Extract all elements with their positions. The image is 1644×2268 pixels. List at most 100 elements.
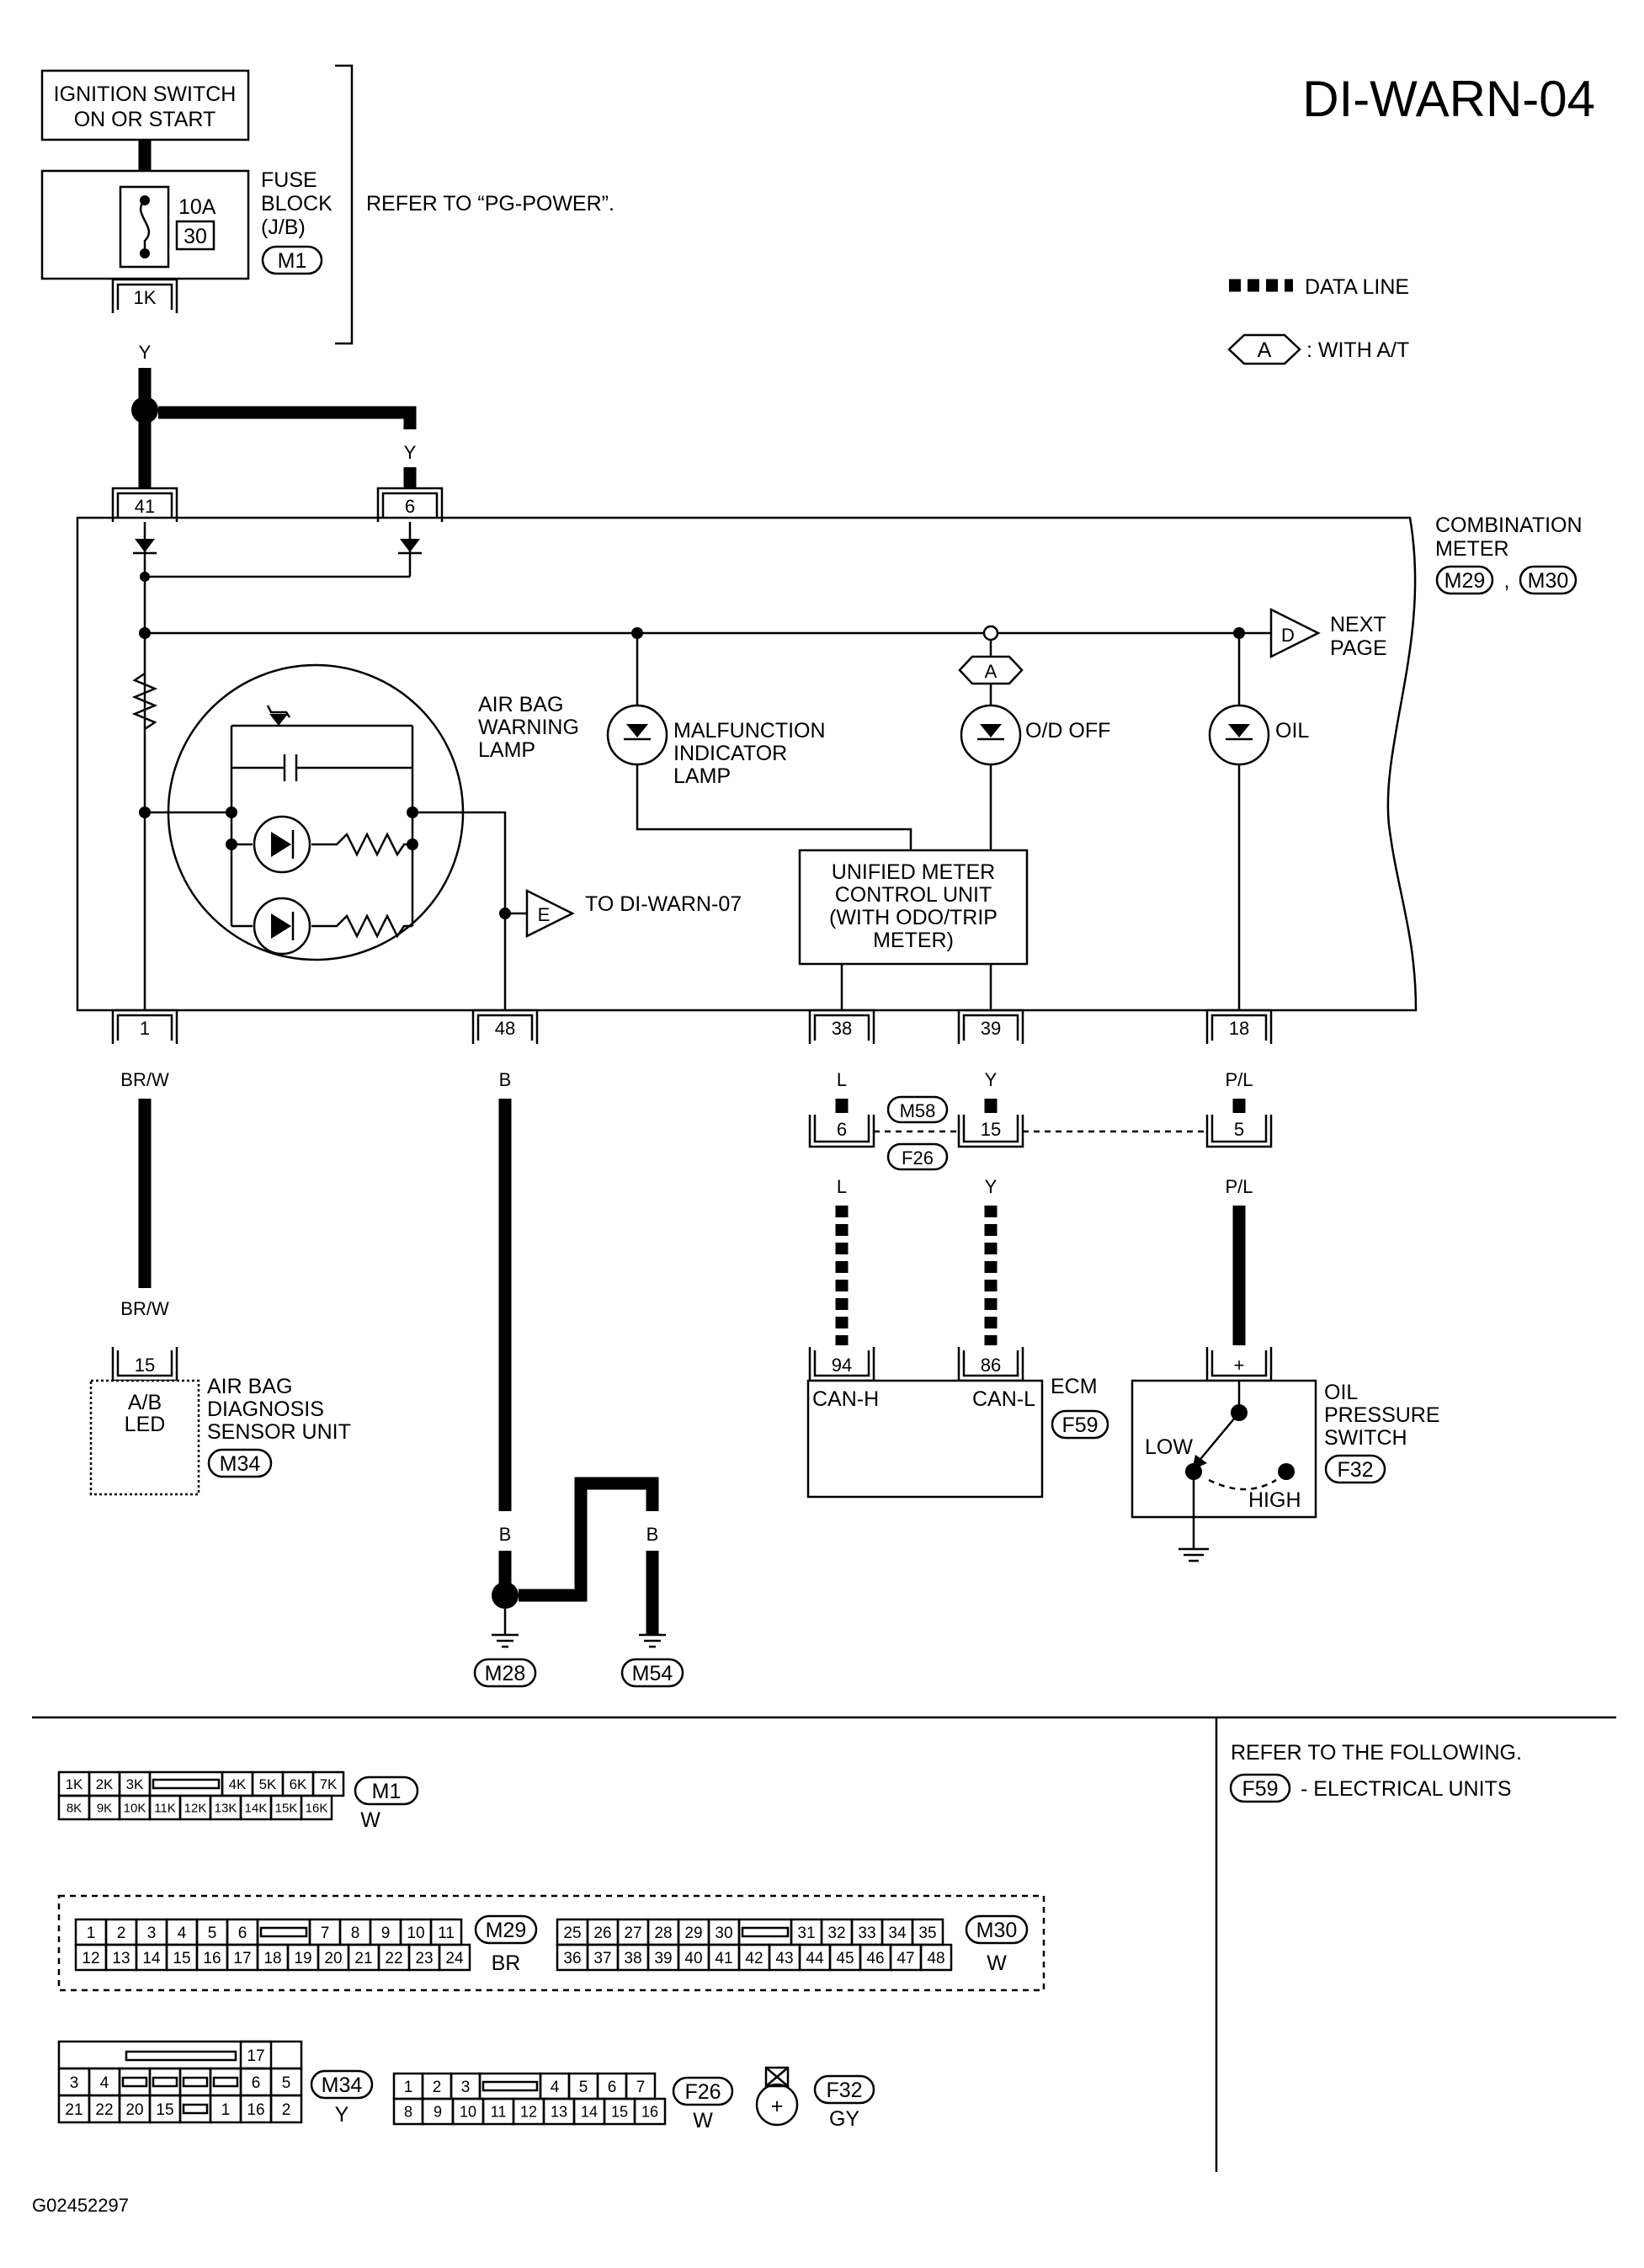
oil-label: OIL	[1275, 719, 1309, 743]
connector-pin-label: 19	[294, 1950, 311, 1967]
connector-pin-label: 3K	[126, 1776, 144, 1792]
connector-pin-label: 1	[221, 2101, 231, 2119]
legend-data-line: DATA LINE	[1305, 275, 1409, 299]
connector-pin-label: 8K	[67, 1801, 82, 1815]
connector-lock-tab	[182, 2103, 209, 2115]
connector-pin-label: 16K	[306, 1801, 328, 1815]
svg-text:41: 41	[135, 496, 155, 517]
fuse-label-1: FUSE	[261, 168, 317, 192]
connector-pin-label: 28	[654, 1925, 672, 1942]
splice-point	[131, 397, 158, 423]
connector-pin-label: 31	[797, 1925, 815, 1942]
connector-pin-label: 4	[100, 2074, 109, 2092]
ignition-switch: IGNITION SWITCH ON OR START	[40, 69, 250, 141]
connector-pin-label: 18	[263, 1950, 281, 1967]
connector-pin-label: 9	[434, 2103, 442, 2120]
connector-pin-label: 21	[65, 2101, 82, 2119]
connector-pin-label: 8	[351, 1925, 360, 1942]
connector-pin-label: 22	[385, 1950, 402, 1967]
connector-pin-label: 38	[624, 1950, 641, 1967]
connector-pin-label: 14K	[245, 1801, 268, 1815]
airbag-label-2: WARNING	[478, 716, 579, 739]
connector-pin-label: 13	[112, 1950, 130, 1967]
connector-pin-label: 34	[888, 1925, 907, 1942]
pin-41: 41	[111, 487, 178, 524]
connector-pin-label: 6	[252, 2074, 261, 2092]
pin-39: 39	[957, 1009, 1024, 1046]
m34-name: M34	[322, 2074, 363, 2097]
svg-text:IGNITION SWITCH: IGNITION SWITCH	[54, 83, 237, 106]
connector-pin-label: 42	[745, 1950, 763, 1967]
wire-color-b-2: B	[499, 1524, 512, 1545]
legend-a-text: : WITH A/T	[1306, 338, 1409, 362]
connector-pin-label: 43	[775, 1950, 793, 1967]
svg-text:6: 6	[405, 496, 415, 517]
connector-pin-label: 40	[684, 1950, 702, 1967]
connector-pin-label: 27	[624, 1925, 641, 1942]
svg-text:38: 38	[832, 1018, 852, 1039]
connector-lock-tab	[212, 2076, 239, 2088]
f26-color: W	[693, 2109, 713, 2132]
connector-pin-label: 5	[282, 2074, 291, 2092]
svg-text:A/B: A/B	[128, 1391, 162, 1414]
fuse-connector: M1	[278, 249, 307, 273]
to-di-warn-07-marker	[525, 888, 575, 939]
f26-name: F26	[684, 2080, 721, 2104]
legend: DATA LINE A : WITH A/T	[1227, 275, 1409, 365]
connector-pin-label: 16	[203, 1950, 221, 1967]
connector-pin-label: 13K	[215, 1801, 237, 1815]
ground-icon	[1178, 1547, 1209, 1563]
wire-color-y-3: Y	[985, 1069, 998, 1090]
connector-pin-label: 3	[70, 2074, 79, 2092]
connector-pin-label: 11	[491, 2103, 507, 2120]
zener-icon	[269, 714, 288, 726]
svg-text:CONTROL UNIT: CONTROL UNIT	[835, 883, 992, 907]
airbag-label-1: AIR BAG	[478, 693, 563, 716]
wire-color-y-4: Y	[985, 1176, 998, 1197]
connector-pin-label: 5K	[259, 1776, 277, 1792]
connector-pin-label: 13	[551, 2103, 567, 2120]
fuse-rating: 10A	[178, 195, 216, 219]
connector-pin-label: 6	[608, 2079, 617, 2096]
od-marker-letter: A	[985, 661, 998, 682]
connector-pin-label: 10K	[124, 1801, 146, 1815]
svg-text:METER): METER)	[873, 929, 954, 952]
od-off-label: O/D OFF	[1025, 719, 1110, 743]
svg-text:+: +	[1234, 1355, 1245, 1376]
connector-pin-label: 4	[178, 1925, 187, 1942]
airbag-warning-lamp	[145, 663, 507, 1010]
oil-switch-label-1: OIL	[1324, 1381, 1358, 1404]
ecm-unit: CAN-H CAN-L	[806, 1379, 1044, 1499]
ground-icon	[492, 1633, 519, 1648]
wire-color-b-1: B	[499, 1069, 512, 1090]
connector-pin-label: 46	[866, 1950, 884, 1967]
airbag-diagnosis-sensor-unit: A/B LED	[89, 1379, 200, 1496]
oil-switch-pin: +	[1205, 1345, 1273, 1382]
refer-following: REFER TO THE FOLLOWING.	[1231, 1741, 1522, 1765]
svg-text:48: 48	[495, 1018, 515, 1039]
meter-label-1: COMBINATION	[1435, 514, 1583, 537]
connector-pin-label: 2	[117, 1925, 126, 1942]
pin-6: 6	[376, 487, 444, 524]
connector-pin-label: 7	[636, 2079, 646, 2096]
fuse-label-2: BLOCK	[261, 192, 333, 216]
page-code: DI-WARN-04	[1302, 71, 1595, 127]
connector-pin-label: 36	[563, 1950, 581, 1967]
mil-label-1: MALFUNCTION	[673, 719, 826, 743]
ecm-pin-94: 94	[808, 1345, 875, 1382]
oil-switch-connector: F32	[1337, 1458, 1373, 1482]
refer-pg-power: REFER TO “PG-POWER”.	[366, 192, 615, 216]
m1-name: M1	[372, 1780, 402, 1803]
ground-splice	[492, 1582, 519, 1609]
m29-name: M29	[486, 1919, 527, 1942]
fuse-block: 10A 30	[40, 169, 250, 280]
pin-15-airbag: 15	[111, 1345, 178, 1382]
svg-text:94: 94	[832, 1355, 852, 1376]
next-label-2: PAGE	[1330, 636, 1387, 660]
svg-text:1: 1	[140, 1018, 150, 1039]
connector-pin-label: 5	[579, 2079, 588, 2096]
connector-pin-label: 14	[142, 1950, 161, 1967]
airbag-unit-label-3: SENSOR UNIT	[207, 1420, 351, 1444]
connector-pin-label: 1	[87, 1925, 96, 1942]
